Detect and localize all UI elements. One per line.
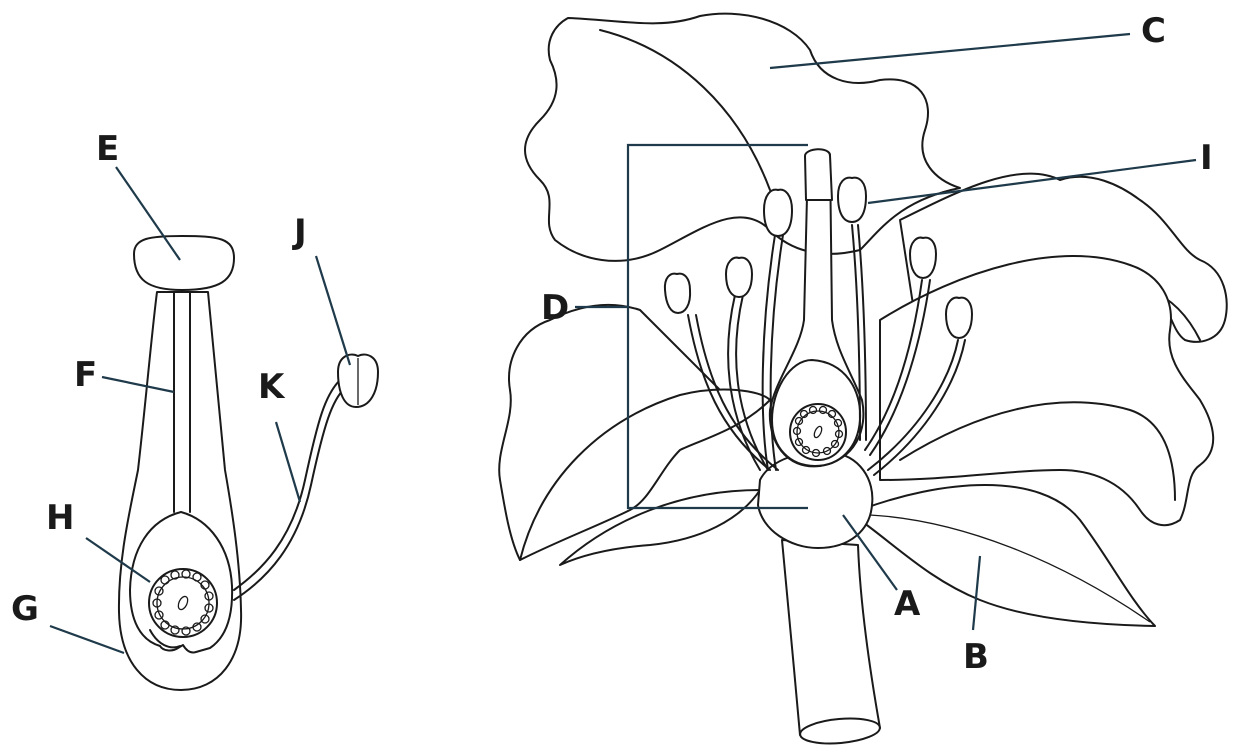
label-b: B bbox=[963, 637, 989, 677]
label-g: G bbox=[11, 589, 39, 629]
label-f: F bbox=[74, 355, 97, 395]
stem bbox=[782, 540, 880, 735]
label-c: C bbox=[1141, 11, 1166, 51]
label-d: D bbox=[541, 288, 569, 328]
whole-flower bbox=[499, 14, 1227, 747]
label-k: K bbox=[258, 367, 286, 407]
pistil-stamen-detail bbox=[119, 236, 378, 690]
ovule bbox=[149, 569, 217, 637]
label-i: I bbox=[1200, 138, 1213, 178]
stamen-filament bbox=[234, 380, 340, 590]
label-j: J bbox=[292, 212, 307, 252]
label-a: A bbox=[894, 584, 921, 624]
petal-upper bbox=[525, 14, 960, 261]
label-h: H bbox=[46, 498, 74, 538]
stigma bbox=[134, 236, 234, 290]
label-e: E bbox=[96, 129, 119, 169]
